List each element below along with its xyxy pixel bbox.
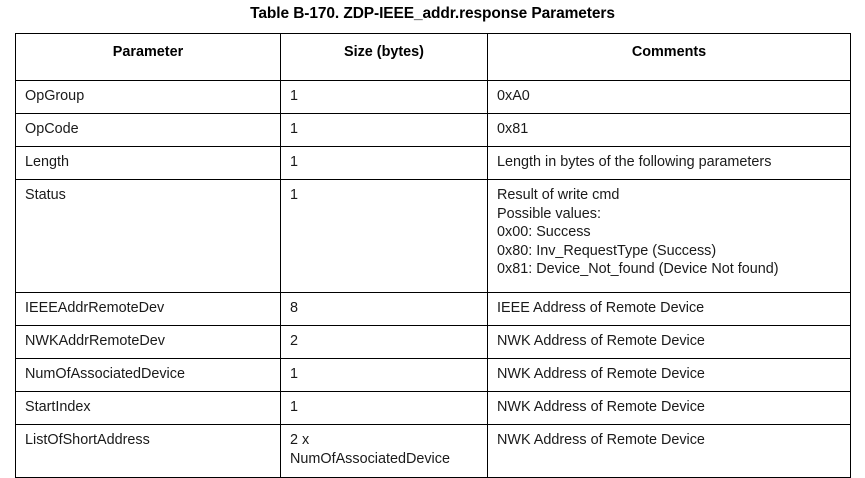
cell-text: 0x81 — [497, 121, 529, 137]
cell-size: 1 — [280, 113, 488, 147]
cell-text: Length — [25, 154, 70, 170]
cell-text: NWKAddrRemoteDev — [25, 333, 165, 349]
cell-text: 1 — [290, 88, 299, 104]
cell-comments: Result of write cmd Possible values: 0x0… — [487, 179, 851, 293]
cell-size: 1 — [280, 80, 488, 114]
cell-size: 8 — [280, 292, 488, 326]
table-row: OpGroup 1 0xA0 — [15, 80, 851, 114]
column-header-comments: Comments — [487, 33, 851, 81]
table-row: NumOfAssociatedDevice 1 NWK Address of Rem… — [15, 358, 851, 392]
cell-text: 2 — [290, 333, 299, 349]
cell-text: 1 — [290, 121, 299, 137]
cell-text: 2 x NumOfAssociatedDevice — [290, 432, 450, 467]
cell-size: 1 — [280, 391, 488, 425]
column-header-parameter: Parameter — [15, 33, 281, 81]
cell-comments: Length in bytes of the following paramet… — [487, 146, 851, 180]
parameters-table-container: Parameter Size (bytes) Comments OpGroup 1… — [15, 33, 851, 478]
cell-text: 0xA0 — [497, 88, 530, 104]
cell-comments: NWK Address of Remote Device — [487, 358, 851, 392]
cell-parameter: Status — [15, 179, 281, 293]
table-header: Parameter Size (bytes) Comments — [15, 33, 851, 81]
cell-parameter: IEEEAddrRemoteDev — [15, 292, 281, 326]
cell-comments: 0x81 — [487, 113, 851, 147]
cell-text: NWK Address of Remote Device — [497, 432, 705, 448]
cell-text: Result of write cmd Possible values: 0x0… — [497, 187, 779, 277]
cell-comments: IEEE Address of Remote Device — [487, 292, 851, 326]
cell-parameter: NumOfAssociatedDevice — [15, 358, 281, 392]
cell-text: StartIndex — [25, 399, 91, 415]
cell-comments: NWK Address of Remote Device — [487, 325, 851, 359]
table-row: NWKAddrRemoteDev 2 NWK Address of Remote D… — [15, 325, 851, 359]
cell-size: 2 — [280, 325, 488, 359]
cell-parameter: NWKAddrRemoteDev — [15, 325, 281, 359]
cell-text: OpGroup — [25, 88, 85, 104]
cell-text: 1 — [290, 187, 299, 203]
cell-text: OpCode — [25, 121, 79, 137]
cell-text: NWK Address of Remote Device — [497, 366, 705, 382]
cell-parameter: ListOfShortAddress — [15, 424, 281, 478]
cell-comments: 0xA0 — [487, 80, 851, 114]
cell-size: 1 — [280, 146, 488, 180]
column-header-size: Size (bytes) — [280, 33, 488, 81]
table-header-row: Parameter Size (bytes) Comments — [15, 33, 851, 81]
cell-text: ListOfShortAddress — [25, 432, 150, 448]
table-row: Status 1 Result of write cmd Possible valu… — [15, 179, 851, 293]
cell-size: 1 — [280, 358, 488, 392]
cell-text: NumOfAssociatedDevice — [25, 366, 185, 382]
table-row: IEEEAddrRemoteDev 8 IEEE Address of Remote… — [15, 292, 851, 326]
cell-text: 8 — [290, 300, 299, 316]
cell-comments: NWK Address of Remote Device — [487, 391, 851, 425]
cell-text: IEEEAddrRemoteDev — [25, 300, 165, 316]
cell-text: 1 — [290, 399, 299, 415]
table-row: OpCode 1 0x81 — [15, 113, 851, 147]
parameters-table: Parameter Size (bytes) Comments OpGroup 1… — [15, 33, 851, 478]
table-row: ListOfShortAddress 2 x NumOfAssociatedDev… — [15, 424, 851, 478]
cell-text: NWK Address of Remote Device — [497, 399, 705, 415]
cell-text: NWK Address of Remote Device — [497, 333, 705, 349]
cell-size: 2 x NumOfAssociatedDevice — [280, 424, 488, 478]
table-row: Length 1 Length in bytes of the following … — [15, 146, 851, 180]
table-caption: Table B-170. ZDP-IEEE_addr.response Para… — [250, 5, 615, 22]
cell-parameter: OpCode — [15, 113, 281, 147]
cell-comments: NWK Address of Remote Device — [487, 424, 851, 478]
cell-text: 1 — [290, 154, 299, 170]
cell-text: Length in bytes of the following paramet… — [497, 154, 772, 170]
cell-parameter: Length — [15, 146, 281, 180]
cell-parameter: StartIndex — [15, 391, 281, 425]
cell-parameter: OpGroup — [15, 80, 281, 114]
cell-text: Status — [25, 187, 66, 203]
cell-size: 1 — [280, 179, 488, 293]
cell-text: 1 — [290, 366, 299, 382]
cell-text: IEEE Address of Remote Device — [497, 300, 705, 316]
table-row: StartIndex 1 NWK Address of Remote Device — [15, 391, 851, 425]
